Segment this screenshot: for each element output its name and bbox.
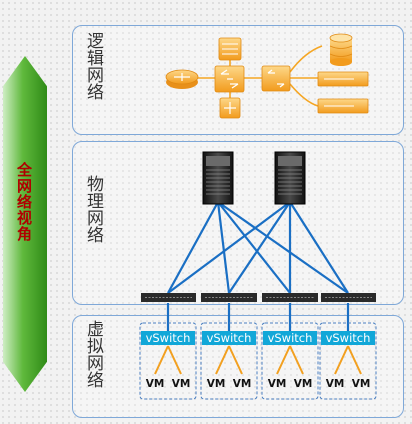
access-switch-icon — [262, 293, 318, 302]
server-icon — [317, 98, 369, 114]
access-switch-icon — [141, 293, 196, 302]
host-box: vSwitch VM VM — [200, 322, 258, 400]
host-box: vSwitch VM VM — [319, 322, 377, 400]
logical-network-label: 逻辑网络 — [83, 32, 103, 100]
switch-icon — [261, 65, 291, 92]
core-chassis-icon — [202, 151, 234, 205]
full-view-label: 全网络视角 — [15, 162, 33, 242]
vm-label: VM — [268, 378, 287, 390]
physical-network-label: 物理网络 — [83, 175, 103, 243]
load-balancer-icon — [219, 97, 241, 119]
core-switch-icon — [214, 65, 245, 93]
firewall-icon — [218, 37, 242, 61]
vm-label: VM — [294, 378, 313, 390]
vswitch-badge — [321, 331, 375, 345]
virtual-network-label: 虚拟网络 — [83, 320, 103, 388]
vswitch-label: vSwitch — [326, 331, 371, 345]
vswitch-label: vSwitch — [207, 331, 252, 345]
access-switch-icon — [201, 293, 257, 302]
vm-label: VM — [172, 378, 191, 390]
host-box: vSwitch VM VM — [261, 322, 319, 400]
host-box: vSwitch VM VM — [139, 322, 197, 400]
server-icon — [317, 71, 369, 87]
vm-label: VM — [207, 378, 226, 390]
full-view-banner — [3, 56, 47, 392]
router-icon — [165, 69, 199, 89]
database-icon — [329, 33, 353, 66]
logical-topology — [165, 33, 369, 119]
vswitch-badge — [202, 331, 256, 345]
vswitch-label: vSwitch — [268, 331, 313, 345]
vm-label: VM — [326, 378, 345, 390]
physical-topology — [141, 151, 376, 332]
vm-label: VM — [352, 378, 371, 390]
core-chassis-icon — [274, 151, 306, 205]
access-switch-icon — [321, 293, 376, 302]
vm-label: VM — [146, 378, 165, 390]
vswitch-label: vSwitch — [146, 331, 191, 345]
virtual-topology: vSwitch VM VM vSwitch VM VM vSwitch VM V… — [139, 322, 377, 400]
vm-label: VM — [233, 378, 252, 390]
vswitch-badge — [263, 331, 317, 345]
vswitch-badge — [141, 331, 195, 345]
